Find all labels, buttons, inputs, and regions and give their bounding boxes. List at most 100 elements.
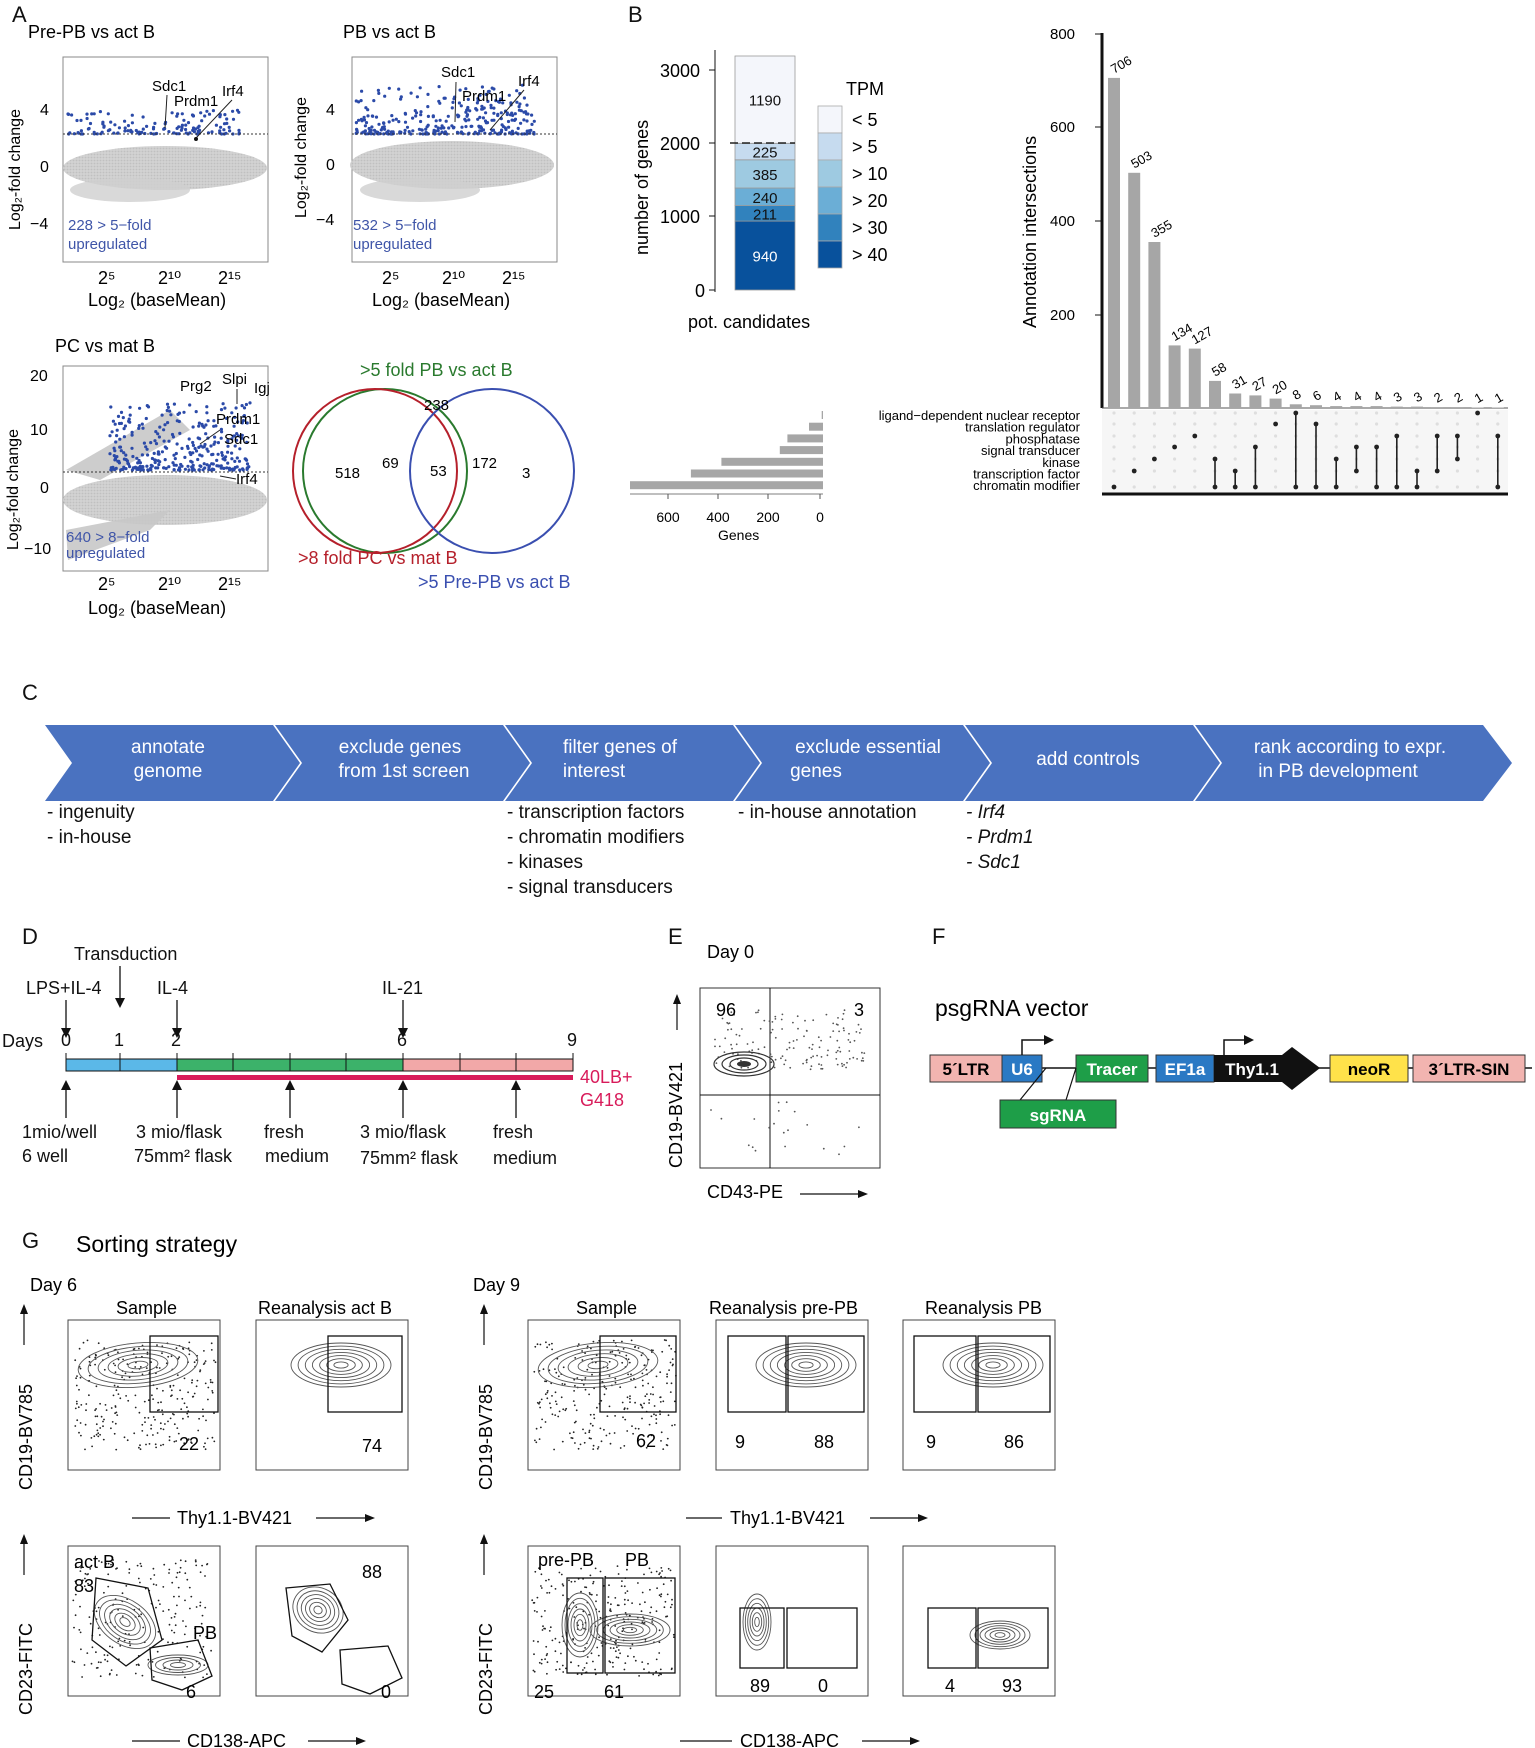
event-dot xyxy=(558,1668,561,1670)
event-dot xyxy=(662,1400,665,1403)
scatter-point xyxy=(154,430,158,434)
event-dot xyxy=(784,1145,786,1148)
event-dot xyxy=(614,1597,617,1599)
event-dot xyxy=(615,1639,617,1642)
gate xyxy=(977,1335,1051,1413)
event-dot xyxy=(658,1652,661,1654)
event-dot xyxy=(171,1581,174,1584)
matrix-dot-empty xyxy=(1152,434,1156,438)
event-dot xyxy=(100,1561,103,1564)
intersection-bar xyxy=(1431,407,1444,408)
ma-plot-title: PC vs mat B xyxy=(55,336,155,356)
event-dot xyxy=(184,1560,187,1563)
quadrant-value: 96 xyxy=(716,1000,736,1020)
scatter-point xyxy=(206,449,210,453)
scatter-point xyxy=(480,104,484,108)
matrix-dot-empty xyxy=(1233,422,1237,426)
scatter-point xyxy=(70,113,74,117)
event-dot xyxy=(128,1572,131,1574)
scatter-point xyxy=(75,118,79,123)
event-dot xyxy=(838,1153,840,1156)
event-dot xyxy=(584,1586,586,1588)
scatter-point xyxy=(197,124,201,128)
scatter-point xyxy=(530,122,534,126)
event-dot xyxy=(788,1046,791,1049)
event-dot xyxy=(99,1433,101,1436)
matrix-dot-empty xyxy=(1132,434,1136,438)
event-dot xyxy=(150,1424,153,1426)
scatter-point xyxy=(357,118,361,122)
scatter-point xyxy=(464,125,468,129)
event-dot xyxy=(673,1424,676,1426)
ma-plot-title: Pre-PB vs act B xyxy=(28,22,155,42)
gene-label: Prdm1 xyxy=(216,411,260,428)
scatter-point xyxy=(508,113,512,117)
event-dot xyxy=(638,1675,640,1677)
scatter-point xyxy=(86,127,90,131)
scatter-point xyxy=(122,451,126,455)
event-dot xyxy=(863,1052,866,1054)
event-dot xyxy=(648,1423,651,1426)
scatter-point xyxy=(204,432,208,436)
days-label: Days xyxy=(2,1031,43,1051)
event-dot xyxy=(757,1011,759,1014)
event-dot xyxy=(862,1060,865,1062)
scatter-point xyxy=(136,461,140,465)
panel-letter-f: F xyxy=(932,924,945,949)
matrix-dot-empty xyxy=(1132,457,1136,461)
scatter-point xyxy=(431,115,435,119)
scatter-point xyxy=(142,441,146,445)
scatter-point xyxy=(162,428,166,432)
event-dot xyxy=(533,1653,535,1656)
event-dot xyxy=(557,1415,560,1418)
event-dot xyxy=(204,1360,207,1362)
day-number: 6 xyxy=(397,1030,407,1050)
event-dot xyxy=(753,1118,756,1120)
event-dot xyxy=(656,1587,658,1590)
scatter-point xyxy=(197,421,201,425)
scatter-point xyxy=(203,442,207,447)
event-dot xyxy=(774,1036,777,1039)
contour-line xyxy=(979,1625,1021,1645)
scatter-point xyxy=(135,456,139,460)
scatter-point xyxy=(194,449,199,453)
scatter-point xyxy=(232,424,236,428)
event-dot xyxy=(551,1348,553,1351)
scatter-point xyxy=(237,128,241,132)
contour-line xyxy=(942,1342,1044,1388)
scatter-point xyxy=(110,466,115,470)
event-dot xyxy=(193,1392,196,1395)
gate-value: 25 xyxy=(534,1682,554,1702)
scatter-point xyxy=(375,130,379,134)
event-dot xyxy=(611,1350,614,1353)
event-dot xyxy=(78,1629,81,1631)
event-dot xyxy=(774,1015,777,1018)
scatter-point xyxy=(486,99,490,103)
scatter-point xyxy=(193,127,198,131)
event-dot xyxy=(660,1595,662,1598)
event-dot xyxy=(671,1667,673,1670)
scatter-point xyxy=(522,110,526,114)
event-dot xyxy=(134,1366,137,1368)
x-axis-label: pot. candidates xyxy=(688,312,810,332)
scatter-point xyxy=(191,443,195,447)
event-dot xyxy=(109,1645,111,1648)
scatter-point xyxy=(182,118,186,122)
scatter-point xyxy=(126,129,130,133)
scatter-point xyxy=(175,126,179,130)
timeline-note: medium xyxy=(493,1148,557,1168)
event-dot xyxy=(201,1564,204,1567)
scatter-point xyxy=(149,463,153,467)
scatter-point xyxy=(476,117,480,121)
contour-line xyxy=(969,1620,1031,1650)
intersection-bar xyxy=(1330,406,1343,408)
event-dot xyxy=(149,1578,152,1580)
contour-line xyxy=(769,1348,843,1382)
contour-line xyxy=(109,1608,141,1636)
event-dot xyxy=(574,1384,576,1387)
event-dot xyxy=(861,1051,863,1054)
event-dot xyxy=(592,1448,595,1450)
event-dot xyxy=(655,1670,657,1673)
scatter-point xyxy=(235,438,239,442)
intersection-bar xyxy=(1249,395,1262,408)
